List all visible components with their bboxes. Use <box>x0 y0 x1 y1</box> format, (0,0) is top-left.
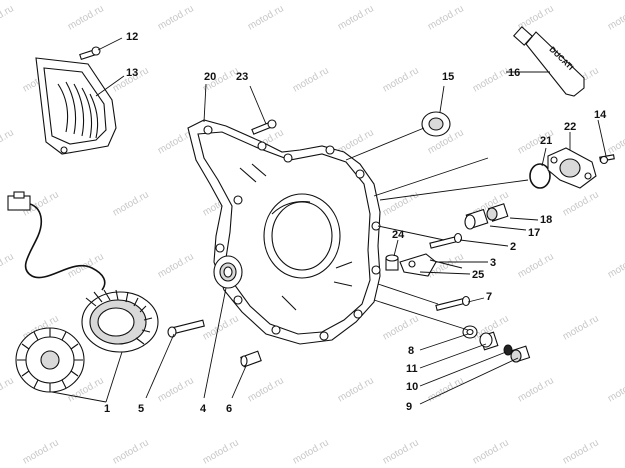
watermark-text: motod.ru <box>21 437 61 466</box>
watermark-text: motod.ru <box>0 375 16 404</box>
part-6-dowel <box>240 350 262 368</box>
part-12-screw <box>79 46 101 61</box>
callout-16: 16 <box>508 67 520 79</box>
callout-5: 5 <box>138 403 144 415</box>
watermark-text: motod.ru <box>606 127 625 156</box>
callout-14: 14 <box>594 109 607 121</box>
callout-7: 7 <box>486 291 492 303</box>
watermark-text: motod.ru <box>471 437 511 466</box>
callout-11: 11 <box>406 363 418 375</box>
watermark-text: motod.ru <box>291 65 331 94</box>
watermark-text: motod.ru <box>0 3 16 32</box>
callout-1: 1 <box>104 403 110 415</box>
callout-22: 22 <box>564 121 576 133</box>
watermark-text: motod.ru <box>561 189 601 218</box>
part-9-plug <box>510 345 531 363</box>
callout-2: 2 <box>510 241 516 253</box>
part-16-sealant-tube: DUCATI <box>513 26 585 97</box>
watermark-text: motod.ru <box>606 375 625 404</box>
watermark-text: motod.ru <box>381 313 421 342</box>
part-25-screw <box>429 259 463 269</box>
part-18-spacer <box>486 203 509 222</box>
leader-lines <box>51 37 607 405</box>
watermark-text: motod.ru <box>201 437 241 466</box>
callout-3: 3 <box>490 257 496 269</box>
callout-24: 24 <box>392 229 405 241</box>
part-4-bearing <box>213 255 243 289</box>
watermark-text: motod.ru <box>381 189 421 218</box>
callout-10: 10 <box>406 381 418 393</box>
watermark-text: motod.ru <box>66 3 106 32</box>
watermark-text: motod.ru <box>471 65 511 94</box>
callout-15: 15 <box>442 71 454 83</box>
callout-12: 12 <box>126 31 138 43</box>
part-11-plug <box>479 331 499 351</box>
part-17-bush <box>464 208 489 230</box>
watermark-text: motod.ru <box>516 251 556 280</box>
callout-17: 17 <box>528 227 540 239</box>
watermark-text: motod.ru <box>606 3 625 32</box>
watermark-text: motod.ru <box>291 437 331 466</box>
watermark-text: motod.ru <box>336 375 376 404</box>
watermark-text: motod.ru <box>381 437 421 466</box>
watermark-text: motod.ru <box>381 65 421 94</box>
part-2-bolt <box>429 232 463 249</box>
watermark-text: motod.ru <box>0 127 16 156</box>
watermark-text: motod.ru <box>516 375 556 404</box>
watermark-text: motod.ru <box>156 251 196 280</box>
part-10-o-ring <box>503 344 513 356</box>
watermark-text: motod.ru <box>201 313 241 342</box>
watermark-text: motod.ru <box>561 437 601 466</box>
part-23-screw <box>251 119 277 135</box>
watermark-text: motod.ru <box>111 189 151 218</box>
watermark-text: motod.ru <box>336 3 376 32</box>
callout-8: 8 <box>408 345 414 357</box>
part-15-seal <box>421 111 451 137</box>
part-3-clamp <box>399 253 437 277</box>
part-13-chain-guard <box>35 57 117 155</box>
watermark-text: motod.ru <box>0 251 16 280</box>
watermark-text: motod.ru <box>606 251 625 280</box>
callout-9: 9 <box>406 401 412 413</box>
part-8-washer <box>462 325 478 339</box>
part-7-bolt <box>435 295 471 311</box>
callout-20: 20 <box>204 71 216 83</box>
watermark-text: motod.ru <box>156 3 196 32</box>
watermark-text: motod.ru <box>246 3 286 32</box>
watermark-text: motod.ru <box>561 313 601 342</box>
part-21-o-ring <box>529 163 551 189</box>
part-1-alternator <box>7 191 159 393</box>
watermark-text: motod.ru <box>426 375 466 404</box>
part-22-flange-cover <box>547 147 597 189</box>
callout-18: 18 <box>540 214 552 226</box>
part-24-bush <box>385 254 399 271</box>
watermark-text: motod.ru <box>156 375 196 404</box>
part-14-screw <box>599 154 615 165</box>
part-20-crankcase-cover <box>187 119 381 345</box>
callout-6: 6 <box>226 403 232 415</box>
callout-4: 4 <box>200 403 207 415</box>
watermark-text: motod.ru <box>426 3 466 32</box>
watermark-text: motod.ru <box>111 437 151 466</box>
watermark-text: motod.ru <box>246 375 286 404</box>
callout-13: 13 <box>126 67 138 79</box>
callout-25: 25 <box>472 269 484 281</box>
callout-21: 21 <box>540 135 552 147</box>
callout-23: 23 <box>236 71 248 83</box>
